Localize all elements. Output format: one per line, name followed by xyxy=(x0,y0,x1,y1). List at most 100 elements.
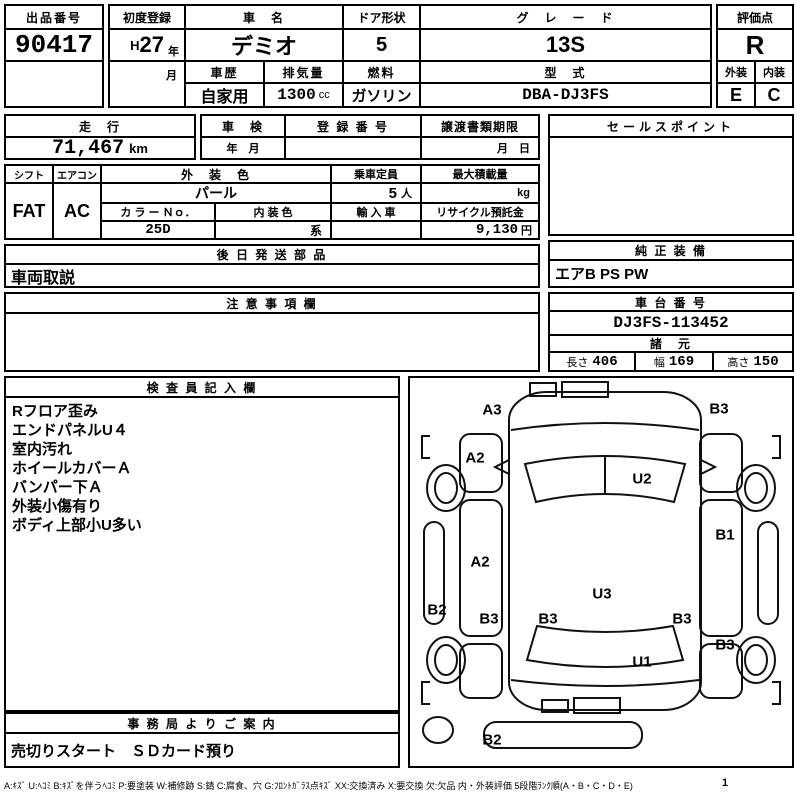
imported-value xyxy=(332,222,420,238)
office-block: 事 務 局 よ り ご 案 内 売切りスタート ＳＤカード預り xyxy=(4,712,400,768)
history-value: 自家用 xyxy=(186,84,263,106)
score-label: 評価点 xyxy=(718,6,792,28)
legend-text: A:ｷｽﾞ U:ﾍｺﾐ B:ｷｽﾞを伴うﾍｺﾐ P:要塗装 W:補修跡 S:錆 … xyxy=(4,781,633,791)
recycle-unit: 円 xyxy=(521,225,532,237)
inspector-note-line: バンパー下Ａ xyxy=(12,479,103,496)
damage-mark-U1: U1 xyxy=(632,654,651,671)
notice-content xyxy=(6,314,538,370)
later-parts-label: 後 日 発 送 部 品 xyxy=(6,246,538,263)
score-block: 評価点 R 外装 内装 E C xyxy=(716,4,794,108)
first-reg-year: 27 xyxy=(139,32,164,57)
capacity-label: 乗車定員 xyxy=(332,166,420,182)
mileage-value: 71,467 km xyxy=(6,138,194,158)
first-reg-month-cell: 月 xyxy=(110,62,184,106)
damage-mark-U2: U2 xyxy=(632,471,651,488)
inspector-label: 検 査 員 記 入 欄 xyxy=(6,378,398,396)
damage-mark-B3: B3 xyxy=(672,611,691,628)
inspector-note-line: エンドパネルU４ xyxy=(12,422,128,439)
exterior-label: 外装 xyxy=(718,62,754,82)
car-name-label: 車 名 xyxy=(186,6,342,28)
damage-mark-B3: B3 xyxy=(538,611,557,628)
ext-color-value: パール xyxy=(102,184,330,202)
int-color-suffix: 系 xyxy=(309,223,322,238)
door-label: ドア形状 xyxy=(344,6,419,28)
notice-block: 注 意 事 項 欄 xyxy=(4,292,540,372)
inspection-label: 車 検 xyxy=(202,116,284,136)
int-color-value: 系 xyxy=(216,222,330,238)
score-value: R xyxy=(718,30,792,60)
door-value: 5 xyxy=(344,30,419,60)
sales-point-block: セールスポイント xyxy=(548,114,794,236)
aircon-value: AC xyxy=(54,184,100,238)
inspector-note-line: ボディ上部小U多い xyxy=(12,517,142,534)
recycle-label: リサイクル預託金 xyxy=(422,204,538,220)
transfer-deadline-value: 月 日 xyxy=(422,138,538,158)
displacement-value: 1300 cc xyxy=(265,84,342,106)
imported-label: 輸 入 車 xyxy=(332,204,420,220)
damage-mark-A3: A3 xyxy=(482,402,501,419)
damage-mark-A2: A2 xyxy=(470,554,489,571)
auction-no-empty-cell xyxy=(6,62,102,106)
damage-mark-B3: B3 xyxy=(479,611,498,628)
inspection-value: 年 月 xyxy=(202,138,284,158)
legend-page-number: 1 xyxy=(722,777,729,789)
ext-color-label: 外 装 色 xyxy=(102,166,330,182)
later-parts-value: 車両取説 xyxy=(6,265,538,286)
interior-score: C xyxy=(756,84,792,106)
dimensions-label: 諸 元 xyxy=(550,336,792,351)
dimension-length: 長さ 406 xyxy=(550,353,634,370)
displacement-label: 排気量 xyxy=(265,62,342,82)
fuel-label: 燃料 xyxy=(344,62,419,82)
damage-mark-B3: B3 xyxy=(715,637,734,654)
notice-label: 注 意 事 項 欄 xyxy=(6,294,538,312)
damage-mark-B2: B2 xyxy=(427,602,446,619)
auction-no-block: 出品番号 90417 xyxy=(4,4,104,108)
damage-mark-U3: U3 xyxy=(592,586,611,603)
office-note: 売切りスタート ＳＤカード預り xyxy=(6,734,398,766)
recycle-value: 9,130 円 xyxy=(422,222,538,238)
mileage-unit: km xyxy=(129,140,148,156)
first-reg-label: 初度登録 xyxy=(110,6,184,28)
chassis-block: 車 台 番 号 DJ3FS-113452 諸 元 長さ 406 幅 169 高さ… xyxy=(548,292,794,372)
capacity-unit: 人 xyxy=(401,188,412,200)
max-load-label: 最大積載量 xyxy=(422,166,538,182)
interior-label: 内装 xyxy=(756,62,792,82)
damage-mark-A2: A2 xyxy=(465,450,484,467)
grade-label: グ レ ー ド xyxy=(421,6,710,28)
inspector-note-line: 外装小傷有り xyxy=(12,498,103,515)
model-label: 型 式 xyxy=(421,62,710,82)
color-no-label: カ ラ ー Ｎｏ． xyxy=(102,204,214,220)
sales-point-content xyxy=(550,138,792,234)
color-no-value: 25D xyxy=(102,222,214,238)
auction-no-value: 90417 xyxy=(6,30,102,60)
registration-no-label: 登 録 番 号 xyxy=(286,116,420,136)
spec-table: シフト エアコン 外 装 色 乗車定員 最大積載量 FAT AC パール 5 人… xyxy=(4,164,540,240)
fuel-value: ガソリン xyxy=(344,84,419,106)
equipment-value: エアB PS PW xyxy=(550,261,792,286)
chassis-value: DJ3FS-113452 xyxy=(550,312,792,334)
displacement-unit: cc xyxy=(318,89,330,101)
damage-mark-B2: B2 xyxy=(482,732,501,749)
history-label: 車歴 xyxy=(186,62,263,82)
dimension-width: 幅 169 xyxy=(636,353,712,370)
car-name-value: デミオ xyxy=(186,30,342,60)
max-load-unit: kg xyxy=(517,187,530,199)
first-reg-era: H xyxy=(130,37,140,53)
shift-value: FAT xyxy=(6,184,52,238)
shift-label: シフト xyxy=(6,166,52,182)
equipment-block: 純 正 装 備 エアB PS PW xyxy=(548,240,794,288)
aircon-label: エアコン xyxy=(54,166,100,182)
model-value: DBA-DJ3FS xyxy=(421,84,710,106)
mileage-block: 走 行 71,467 km xyxy=(4,114,196,160)
equipment-label: 純 正 装 備 xyxy=(550,242,792,259)
chassis-label: 車 台 番 号 xyxy=(550,294,792,310)
office-label: 事 務 局 よ り ご 案 内 xyxy=(6,714,398,732)
inspection-registration-block: 車 検 登 録 番 号 譲渡書類期限 年 月 月 日 xyxy=(200,114,540,160)
